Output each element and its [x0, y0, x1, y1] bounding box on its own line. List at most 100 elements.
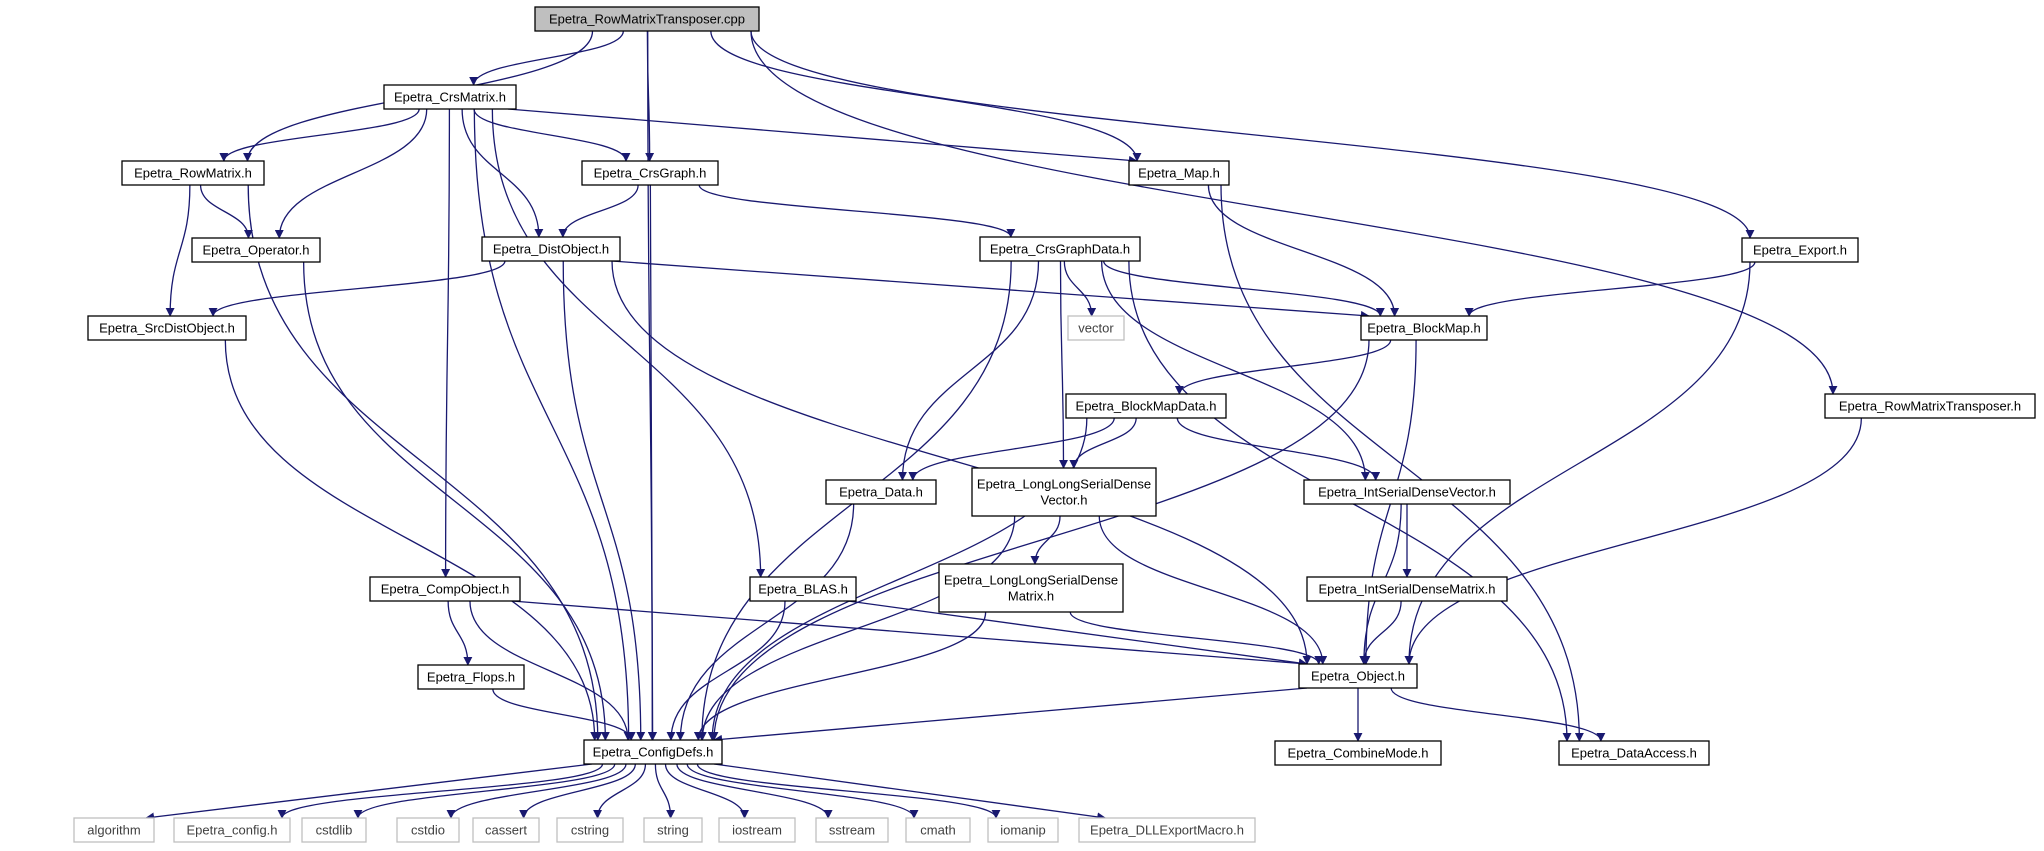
- edge-crsgraphdata-to-llsdvector: [1059, 260, 1069, 469]
- node-box: [481, 236, 621, 262]
- node-label: Epetra_RowMatrix.h: [134, 166, 252, 181]
- node-label: iostream: [732, 823, 782, 838]
- node-crsgraphdata[interactable]: Epetra_CrsGraphData.h: [979, 236, 1141, 262]
- edge-configdefs-to-cstdio: [446, 763, 627, 819]
- node-crsmatrix[interactable]: Epetra_CrsMatrix.h: [383, 84, 517, 110]
- node-label: Epetra_IntSerialDenseMatrix.h: [1318, 582, 1495, 597]
- edge-crsmatrix-to-operator: [274, 108, 428, 239]
- node-compobject[interactable]: Epetra_CompObject.h: [369, 576, 521, 602]
- edge-crsgraphdata-to-intsdvector: [1100, 260, 1370, 481]
- node-cassert[interactable]: cassert: [472, 817, 540, 843]
- node-epetra-config[interactable]: Epetra_config.h: [173, 817, 291, 843]
- edge-map-to-blockmap: [1207, 184, 1400, 317]
- node-iomanip[interactable]: iomanip: [987, 817, 1059, 843]
- edge-blockmapdata-to-intsdvector: [1176, 417, 1381, 481]
- node-box: [815, 817, 889, 843]
- edge-blas-to-object: [847, 600, 1308, 668]
- node-cmath[interactable]: cmath: [905, 817, 971, 843]
- node-box: [583, 739, 723, 765]
- node-box: [938, 563, 1124, 613]
- node-box: [1741, 237, 1859, 263]
- node-box: [643, 817, 703, 843]
- node-object[interactable]: Epetra_Object.h: [1298, 663, 1418, 689]
- node-box: [1824, 393, 2036, 419]
- node-operator[interactable]: Epetra_Operator.h: [191, 237, 321, 263]
- node-label: Epetra_BlockMapData.h: [1076, 399, 1217, 414]
- node-blockmap[interactable]: Epetra_BlockMap.h: [1360, 315, 1488, 341]
- node-cstring[interactable]: cstring: [556, 817, 624, 843]
- edge-distobject-to-blockmap: [611, 260, 1370, 320]
- edge-map-to-dataaccess: [1220, 184, 1584, 742]
- edge-intsdmatrix-to-object: [1359, 600, 1402, 665]
- node-box: [1065, 393, 1227, 419]
- node-box: [173, 817, 291, 843]
- edge-blockmapdata-to-data: [908, 417, 1115, 481]
- node-intsdvector[interactable]: Epetra_IntSerialDenseVector.h: [1303, 479, 1511, 505]
- node-export[interactable]: Epetra_Export.h: [1741, 237, 1859, 263]
- node-rowmatrix[interactable]: Epetra_RowMatrix.h: [121, 160, 265, 186]
- edge-root-to-rowmatrixtransposer: [750, 30, 1838, 395]
- edge-compobject-to-configdefs: [469, 600, 633, 741]
- node-label: cstring: [571, 823, 609, 838]
- node-box: [369, 576, 521, 602]
- node-root[interactable]: Epetra_RowMatrixTransposer.cpp: [534, 6, 760, 32]
- node-blas[interactable]: Epetra_BLAS.h: [749, 576, 857, 602]
- node-sstream[interactable]: sstream: [815, 817, 889, 843]
- node-label: Epetra_CompObject.h: [381, 582, 510, 597]
- node-label: sstream: [829, 823, 875, 838]
- node-dataaccess[interactable]: Epetra_DataAccess.h: [1558, 740, 1710, 766]
- node-label: Matrix.h: [1008, 589, 1054, 604]
- edge-compobject-to-object: [511, 600, 1308, 668]
- node-label: Epetra_ConfigDefs.h: [593, 745, 714, 760]
- node-label: cstdio: [411, 823, 445, 838]
- edge-crsmatrix-to-distobject: [461, 108, 544, 238]
- edge-configdefs-to-cstdlib: [353, 763, 616, 819]
- node-rowmatrixtransposer[interactable]: Epetra_RowMatrixTransposer.h: [1824, 393, 2036, 419]
- node-dllexport[interactable]: Epetra_DLLExportMacro.h: [1078, 817, 1256, 843]
- node-blockmapdata[interactable]: Epetra_BlockMapData.h: [1065, 393, 1227, 419]
- node-box: [73, 817, 155, 843]
- edge-distobject-to-srcdistobject: [208, 260, 506, 317]
- edge-configdefs-to-dllexport: [713, 763, 1107, 822]
- node-srcdistobject[interactable]: Epetra_SrcDistObject.h: [87, 315, 247, 341]
- node-cstdlib[interactable]: cstdlib: [301, 817, 367, 843]
- node-map[interactable]: Epetra_Map.h: [1128, 160, 1230, 186]
- edge-crsgraph-to-crsgraphdata: [698, 184, 1016, 238]
- edge-crsgraphdata-to-vector: [1063, 260, 1097, 317]
- node-label: Epetra_LongLongSerialDense: [977, 477, 1151, 492]
- node-configdefs[interactable]: Epetra_ConfigDefs.h: [583, 739, 723, 765]
- edge-blas-to-configdefs: [666, 600, 786, 741]
- node-intsdmatrix[interactable]: Epetra_IntSerialDenseMatrix.h: [1306, 576, 1508, 602]
- node-label: Epetra_Object.h: [1311, 669, 1405, 684]
- node-box: [472, 817, 540, 843]
- edge-crsgraphdata-to-blockmap: [1103, 260, 1385, 317]
- node-box: [1298, 663, 1418, 689]
- node-combinemode[interactable]: Epetra_CombineMode.h: [1274, 740, 1442, 766]
- node-box: [825, 479, 937, 505]
- node-flops[interactable]: Epetra_Flops.h: [417, 664, 525, 690]
- node-label: Epetra_CrsGraphData.h: [990, 242, 1130, 257]
- node-iostream[interactable]: iostream: [718, 817, 796, 843]
- node-box: [749, 576, 857, 602]
- edge-crsmatrix-to-blas: [491, 108, 766, 578]
- node-string[interactable]: string: [643, 817, 703, 843]
- node-box: [396, 817, 460, 843]
- node-vector[interactable]: vector: [1067, 315, 1125, 341]
- node-data[interactable]: Epetra_Data.h: [825, 479, 937, 505]
- node-distobject[interactable]: Epetra_DistObject.h: [481, 236, 621, 262]
- edge-crsgraph-to-distobject: [558, 184, 639, 238]
- node-box: [121, 160, 265, 186]
- node-label: Epetra_Flops.h: [427, 670, 515, 685]
- edge-rowmatrix-to-configdefs: [247, 184, 603, 741]
- node-label: algorithm: [87, 823, 140, 838]
- node-label: Epetra_config.h: [186, 823, 277, 838]
- node-box: [383, 84, 517, 110]
- edge-crsmatrix-to-rowmatrix: [219, 108, 420, 162]
- node-algorithm[interactable]: algorithm: [73, 817, 155, 843]
- node-crsgraph[interactable]: Epetra_CrsGraph.h: [581, 160, 719, 186]
- node-cstdio[interactable]: cstdio: [396, 817, 460, 843]
- node-label: Epetra_RowMatrixTransposer.h: [1839, 399, 2021, 414]
